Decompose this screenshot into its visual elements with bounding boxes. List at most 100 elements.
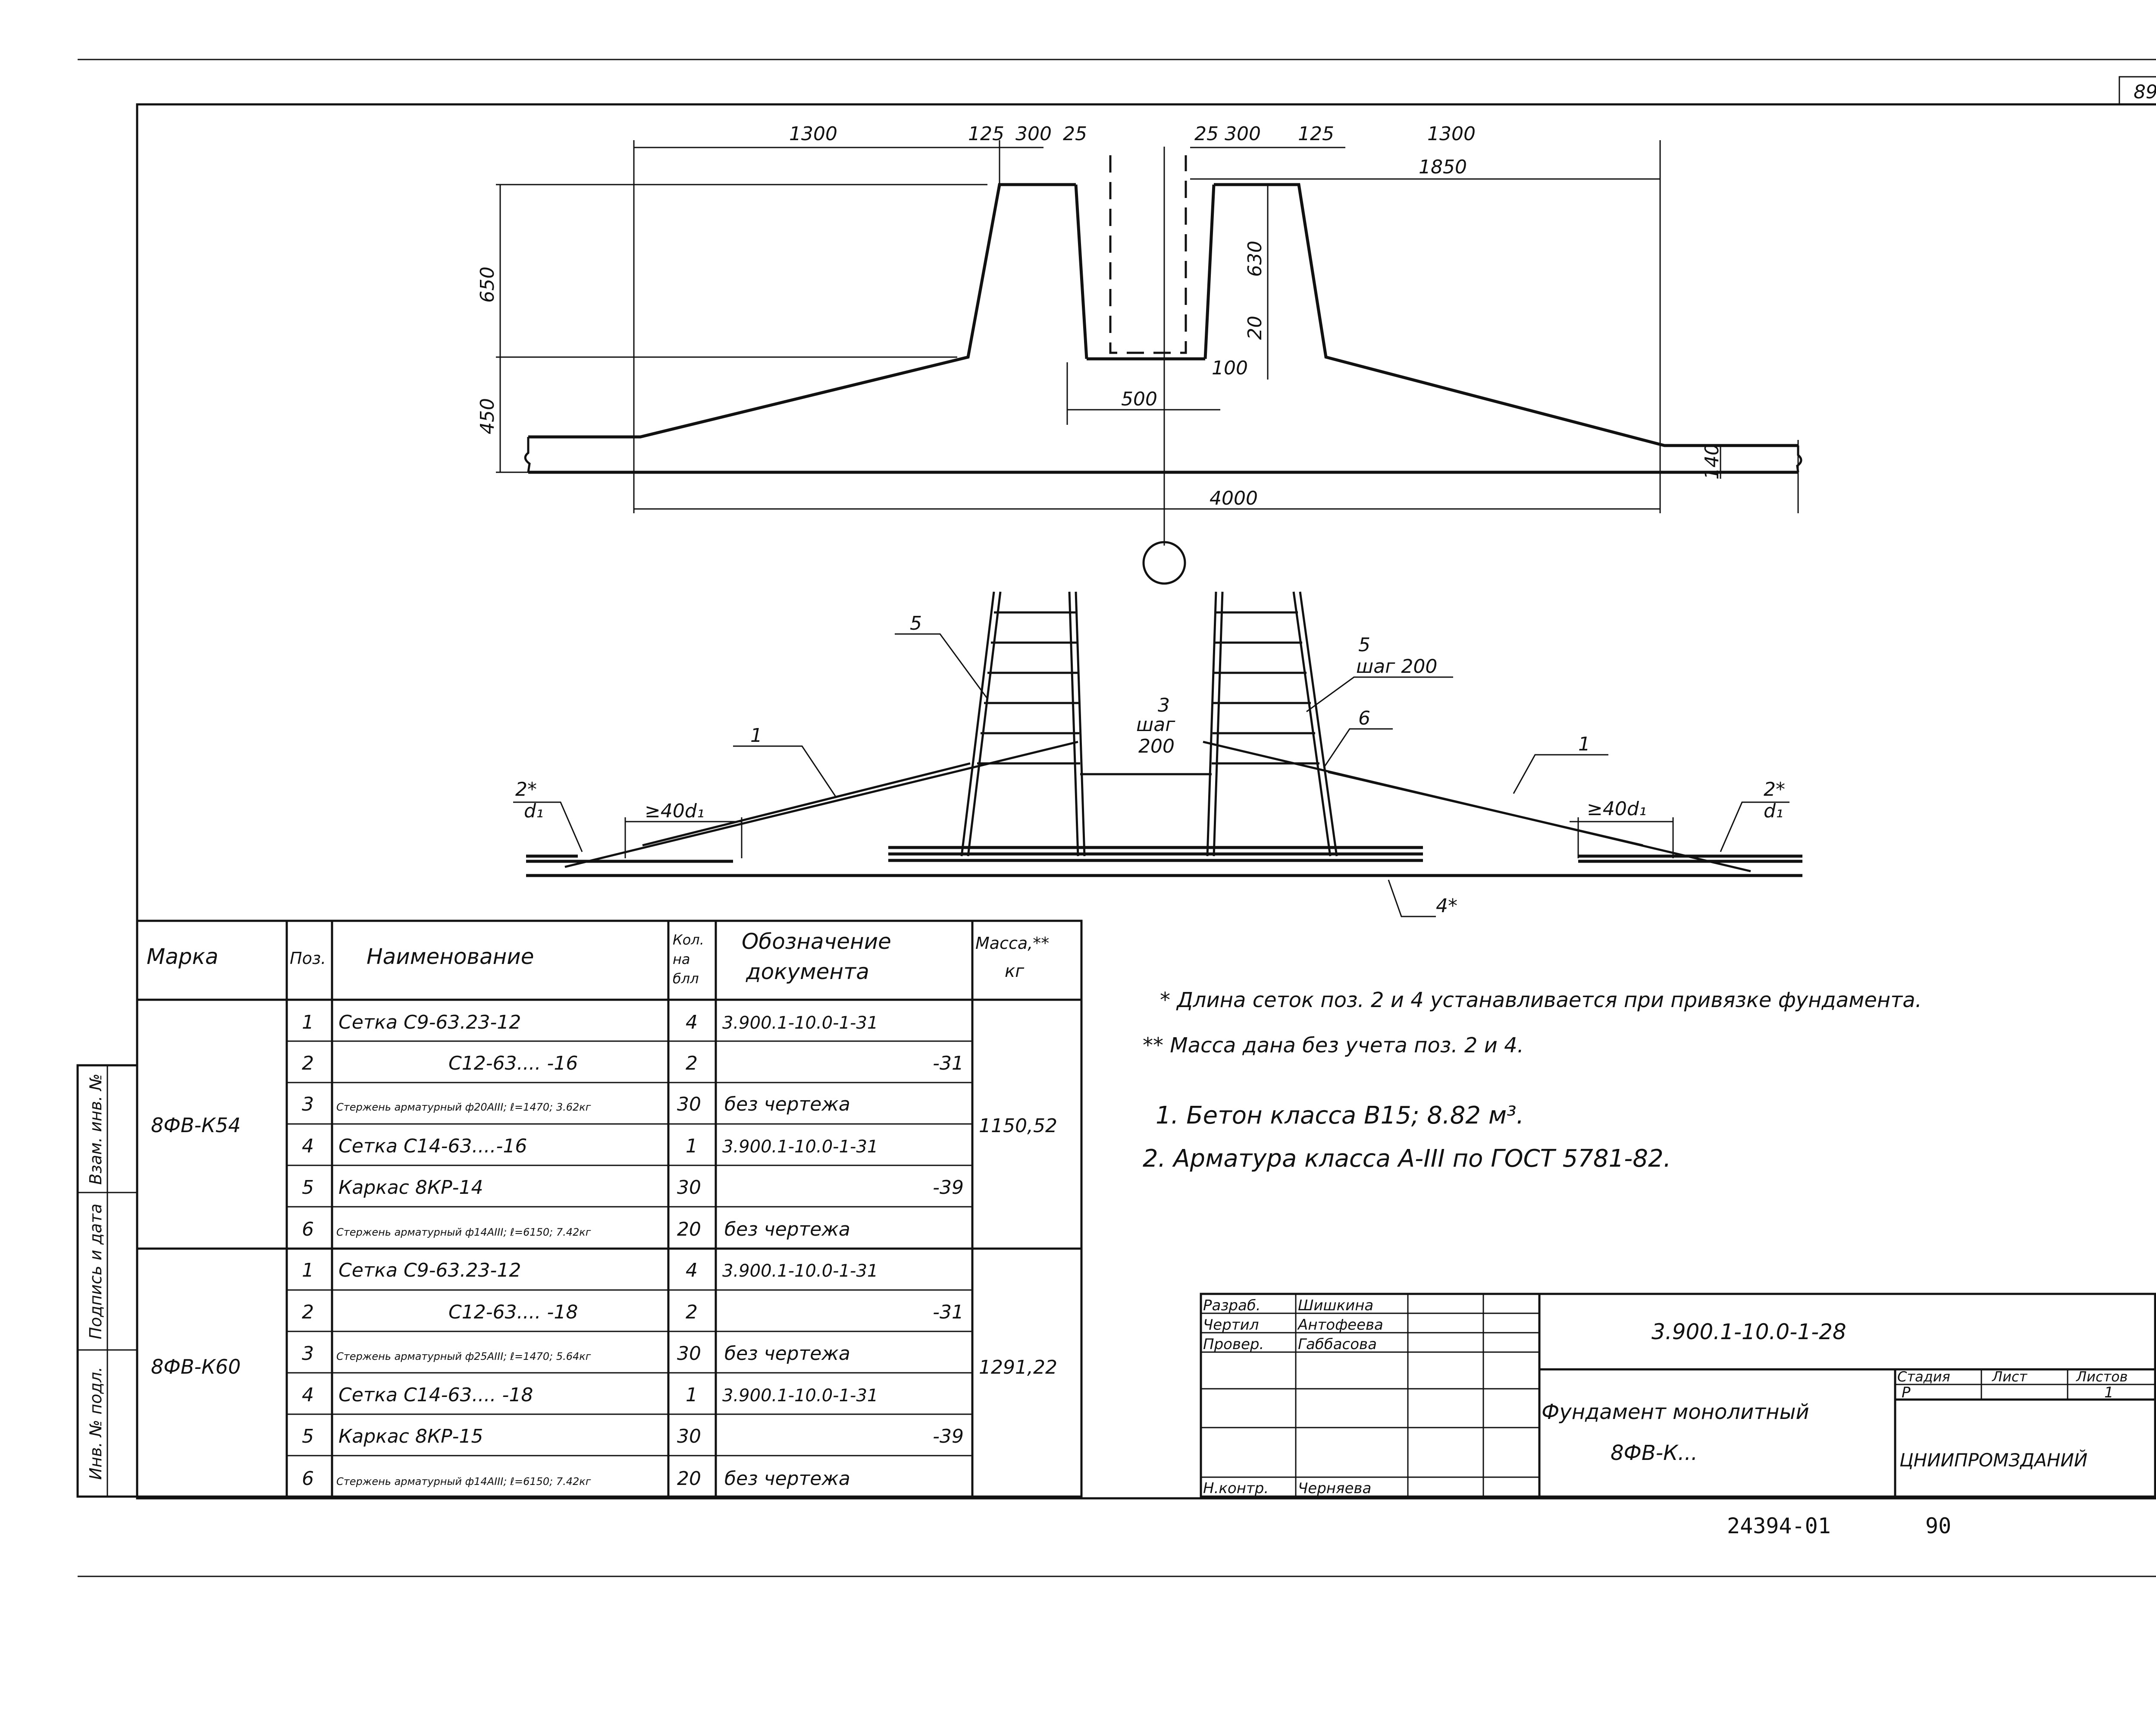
svg-text:5: 5	[910, 612, 922, 634]
svg-text:3.900.1-10.0-1-31: 3.900.1-10.0-1-31	[722, 1386, 878, 1406]
svg-text:300: 300	[1015, 123, 1052, 145]
svg-text:Каркас 8КР-15: Каркас 8КР-15	[338, 1425, 483, 1447]
svg-text:300: 300	[1225, 123, 1261, 145]
svg-text:d₁: d₁	[1764, 800, 1783, 822]
svg-text:450: 450	[476, 398, 498, 434]
svg-text:3.900.1-10.0-1-31: 3.900.1-10.0-1-31	[722, 1137, 878, 1157]
svg-text:d₁: d₁	[524, 800, 544, 822]
svg-text:1: 1	[302, 1011, 314, 1033]
svg-text:1. Бетон класса В15; 8.82 м³.: 1. Бетон класса В15; 8.82 м³.	[1156, 1102, 1524, 1130]
svg-text:блл: блл	[673, 970, 699, 987]
drawing-frame	[136, 103, 2156, 1500]
svg-text:5: 5	[302, 1425, 314, 1447]
svg-text:Стадия: Стадия	[1897, 1368, 1950, 1385]
column-dashed	[1109, 155, 1187, 354]
svg-text:Разраб.: Разраб.	[1203, 1297, 1261, 1314]
svg-text:Сетка С9-63.23-12: Сетка С9-63.23-12	[338, 1259, 521, 1281]
svg-text:Стержень арматурный ф14АIII; ℓ: Стержень арматурный ф14АIII; ℓ=6150; 7.4…	[336, 1475, 591, 1488]
svg-text:без чертежа: без чертежа	[724, 1343, 850, 1365]
svg-text:2: 2	[686, 1052, 698, 1074]
svg-text:Сетка С14-63.... -18: Сетка С14-63.... -18	[338, 1384, 533, 1406]
svg-text:6: 6	[1358, 707, 1370, 729]
svg-text:≥40d₁: ≥40d₁	[645, 800, 704, 822]
svg-text:3.900.1-10.0-1-28: 3.900.1-10.0-1-28	[1651, 1319, 1846, 1344]
svg-text:-31: -31	[933, 1052, 964, 1074]
svg-text:Марка: Марка	[147, 944, 218, 969]
svg-text:25: 25	[1194, 123, 1219, 145]
svg-text:4*: 4*	[1436, 895, 1457, 917]
svg-text:без чертежа: без чертежа	[724, 1218, 850, 1240]
svg-text:Поз.: Поз.	[290, 949, 326, 968]
svg-text:Лист: Лист	[1992, 1368, 2028, 1385]
svg-text:2: 2	[302, 1301, 314, 1323]
svg-text:20: 20	[1244, 316, 1266, 340]
svg-text:1: 1	[2104, 1384, 2114, 1401]
svg-text:1: 1	[1578, 733, 1590, 755]
svg-text:140: 140	[1701, 443, 1723, 480]
svg-text:Сетка С14-63....-16: Сетка С14-63....-16	[338, 1135, 527, 1157]
svg-text:5: 5	[1358, 634, 1370, 656]
svg-text:Наименование: Наименование	[367, 944, 534, 969]
svg-text:-39: -39	[933, 1177, 964, 1199]
title-block: Разраб. Шишкина Чертил Антофеева Провер.…	[1200, 1293, 2156, 1498]
svg-text:3: 3	[302, 1093, 314, 1115]
svg-text:1: 1	[302, 1259, 314, 1281]
group-k54: 8ФВ-К54 1150,52 1 Сетка С9-63.23-12 4 3.…	[151, 1011, 1057, 1240]
svg-text:Каркас 8КР-14: Каркас 8КР-14	[338, 1177, 483, 1199]
svg-text:1850: 1850	[1419, 156, 1467, 178]
svg-text:650: 650	[476, 267, 498, 303]
svg-text:Черняева: Черняева	[1298, 1480, 1371, 1497]
svg-text:1150,52: 1150,52	[979, 1115, 1057, 1137]
svg-text:Листов: Листов	[2076, 1368, 2128, 1385]
glass-wall-left	[1074, 184, 1088, 359]
axis-marker	[1142, 541, 1186, 585]
svg-text:100: 100	[1212, 357, 1248, 379]
svg-text:≥40d₁: ≥40d₁	[1587, 798, 1646, 820]
svg-text:3.900.1-10.0-1-31: 3.900.1-10.0-1-31	[722, 1013, 878, 1033]
svg-text:кг: кг	[1005, 961, 1025, 981]
svg-text:4000: 4000	[1210, 487, 1258, 509]
svg-text:4: 4	[686, 1011, 698, 1033]
svg-text:3: 3	[1158, 694, 1170, 716]
svg-text:без чертежа: без чертежа	[724, 1468, 850, 1490]
svg-text:Стержень арматурный ф20АIII; ℓ: Стержень арматурный ф20АIII; ℓ=1470; 3.6…	[336, 1101, 591, 1113]
svg-text:4: 4	[302, 1384, 314, 1406]
footer-number: 90	[1925, 1513, 1951, 1538]
svg-text:Масса,**: Масса,**	[975, 934, 1049, 953]
section-outline-right	[1214, 183, 1798, 447]
dimensions	[496, 140, 1799, 513]
svg-text:Габбасова: Габбасова	[1298, 1336, 1377, 1353]
svg-text:** Масса дана без учета поз. 2: ** Масса дана без учета поз. 2 и 4.	[1143, 1033, 1524, 1058]
group-k60: 8ФВ-К60 1291,22 1 Сетка С9-63.23-12 4 3.…	[151, 1259, 1057, 1490]
svg-text:шаг 200: шаг 200	[1356, 656, 1437, 678]
left-break	[524, 437, 531, 473]
svg-text:С12-63.... -16: С12-63.... -16	[448, 1052, 578, 1074]
svg-text:630: 630	[1244, 241, 1266, 277]
svg-text:Р: Р	[1902, 1384, 1911, 1401]
dimension-texts: 1300 125 300 25 25 300 125 1300 1850 650…	[476, 123, 1723, 509]
svg-text:1300: 1300	[789, 123, 837, 145]
svg-text:6: 6	[302, 1468, 314, 1490]
svg-text:Взам. инв. №: Взам. инв. №	[86, 1073, 105, 1185]
svg-text:* Длина сеток поз. 2 и 4 устан: * Длина сеток поз. 2 и 4 устанавливается…	[1160, 988, 1922, 1012]
svg-text:С12-63.... -18: С12-63.... -18	[448, 1301, 578, 1323]
svg-text:шаг: шаг	[1136, 714, 1175, 736]
section-outline	[528, 183, 1076, 439]
svg-text:125: 125	[1298, 123, 1334, 145]
spec-table: Марка Поз. Наименование Кол. на блл Обоз…	[136, 920, 1083, 1498]
svg-text:4: 4	[686, 1259, 698, 1281]
svg-text:1: 1	[686, 1135, 698, 1157]
svg-text:1: 1	[750, 725, 762, 747]
svg-text:8ФВ-К...: 8ФВ-К...	[1611, 1441, 1698, 1465]
svg-text:30: 30	[677, 1093, 701, 1115]
svg-text:6: 6	[302, 1218, 314, 1240]
svg-text:без чертежа: без чертежа	[724, 1093, 850, 1115]
svg-text:-31: -31	[933, 1301, 964, 1323]
svg-text:20: 20	[677, 1468, 701, 1490]
svg-text:25: 25	[1063, 123, 1087, 145]
svg-text:Стержень арматурный ф25АIII; ℓ: Стержень арматурный ф25АIII; ℓ=1470; 5.6…	[336, 1350, 591, 1362]
svg-text:Чертил: Чертил	[1203, 1316, 1259, 1334]
reinforcement-scheme: 5 5 шаг 200 3 шаг 200 6 1 1 2* 2* d₁ d₁ …	[513, 591, 1802, 917]
svg-text:200: 200	[1138, 735, 1175, 757]
svg-text:5: 5	[302, 1177, 314, 1199]
